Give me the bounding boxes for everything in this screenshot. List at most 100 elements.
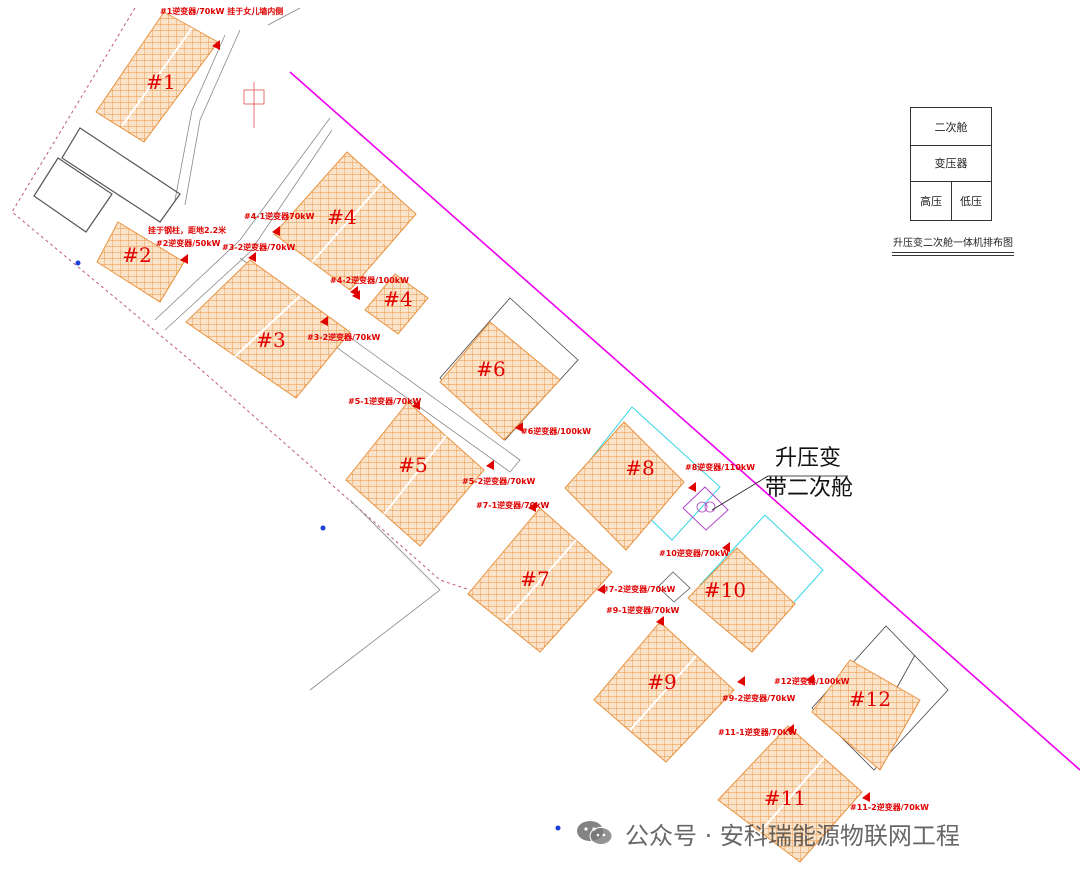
- legend-box: 二次舱 变压器 高压 低压: [910, 107, 992, 221]
- array-label: #5: [398, 453, 427, 477]
- inverter-marker: [688, 482, 696, 492]
- inverter-marker: [528, 502, 536, 512]
- inverter-label: #8逆变器/110kW: [685, 462, 755, 472]
- cyan-frame: [589, 406, 721, 541]
- inverter-label: #3-2逆变器/70kW: [307, 332, 381, 342]
- pv-array-10: [687, 547, 796, 653]
- inverter-label: #3-2逆变器/70kW: [222, 242, 296, 252]
- inverter-marker: [656, 616, 664, 626]
- pv-array-11: [717, 725, 863, 863]
- road-lines: [154, 7, 521, 473]
- site-outline: [11, 7, 471, 591]
- inverter-label: #7-2逆变器/70kW: [602, 584, 676, 594]
- inverter-label: #1逆变器/70kW 挂于女儿墙内侧: [160, 6, 283, 16]
- watermark-text: 公众号 · 安科瑞能源物联网工程: [625, 821, 960, 850]
- pv-array-divider: [311, 182, 383, 263]
- pv-array-divider: [759, 757, 825, 833]
- array-label: #9: [647, 670, 676, 694]
- inverter-label: 挂于钢柱，距地2.2米: [148, 225, 227, 235]
- inverter-label: #11-2逆变器/70kW: [850, 802, 929, 812]
- pv-array-divider: [383, 435, 447, 515]
- booster-line-1: 升压变: [775, 446, 842, 471]
- inverter-label: #5-2逆变器/70kW: [462, 476, 536, 486]
- transformer-symbol: [704, 501, 716, 513]
- legend-voltage-row: 高压 低压: [911, 181, 991, 220]
- survey-point: [555, 825, 561, 831]
- roof-outline: [439, 297, 579, 441]
- transformer-symbol: [696, 501, 708, 513]
- inverter-marker: [412, 400, 420, 410]
- array-label: #6: [476, 357, 505, 381]
- transformer-symbol: [682, 486, 729, 531]
- array-label: #12: [849, 687, 891, 711]
- inverter-marker: [248, 252, 256, 262]
- inverter-marker: [350, 286, 358, 296]
- array-label: #8: [625, 456, 654, 480]
- inverter-marker: [180, 254, 188, 264]
- inverter-marker: [737, 676, 745, 686]
- legend-low-voltage: 低压: [960, 194, 982, 208]
- pv-array-divider: [629, 655, 697, 731]
- inverter-marker: [486, 460, 494, 470]
- inverter-label: #11-1逆变器/70kW: [718, 727, 797, 737]
- inverter-marker: [272, 226, 280, 236]
- pv-array-divider: [121, 27, 193, 127]
- inverter-marker: [806, 674, 814, 684]
- inverter-marker: [212, 40, 220, 50]
- inverter-labels: #1逆变器/70kW 挂于女儿墙内侧 #2逆变器/50kW 挂于钢柱，距地2.2米 #…: [148, 6, 929, 812]
- array-label: #4: [383, 287, 412, 311]
- inverter-markers: [180, 40, 870, 802]
- array-labels: #1 #2 #3 #4 #4 #5 #6 #7 #8 #9 #10 #11 #12: [122, 70, 891, 810]
- wechat-icon: [577, 821, 613, 845]
- legend-secondary-cabin: 二次舱: [911, 108, 991, 146]
- booster-leader-line: [711, 475, 769, 511]
- legend-caption: 升压变二次舱一体机排布图: [892, 234, 1014, 256]
- array-label: #2: [122, 243, 151, 267]
- array-label: #10: [704, 578, 746, 602]
- inverter-marker: [320, 316, 328, 326]
- pv-array-4b: [364, 273, 429, 335]
- inverter-label: #10逆变器/70kW: [659, 548, 729, 558]
- inverter-label: #12逆变器/100kW: [774, 676, 850, 686]
- pv-array-6: [439, 321, 561, 441]
- pv-array-8: [564, 421, 685, 551]
- inverter-label: #2逆变器/50kW: [156, 238, 221, 248]
- inverter-marker: [597, 584, 605, 594]
- pv-arrays: [95, 11, 921, 863]
- building-outline: [61, 127, 181, 223]
- pv-array-4a: [273, 151, 417, 291]
- small-structure: [657, 571, 691, 603]
- lower-road: [309, 499, 441, 691]
- array-label: #7: [520, 567, 549, 591]
- legend-high-voltage: 高压: [920, 194, 942, 208]
- array-label: #4: [327, 205, 356, 229]
- inverter-label: #7-1逆变器/70kW: [476, 500, 550, 510]
- inverter-label: #5-1逆变器/70kW: [348, 396, 422, 406]
- watermark: 公众号 · 安科瑞能源物联网工程: [575, 813, 960, 853]
- building-outline: [33, 157, 113, 233]
- inverter-label: #9-1逆变器/70kW: [606, 605, 680, 615]
- pv-array-divider: [217, 295, 301, 373]
- inverter-marker: [786, 724, 794, 734]
- inverter-label: #9-2逆变器/70kW: [722, 693, 796, 703]
- inverter-marker: [515, 422, 523, 432]
- pv-array-12: [811, 659, 921, 771]
- survey-point: [320, 525, 326, 531]
- array-label: #1: [146, 70, 175, 94]
- booster-line-2: 带二次舱: [765, 476, 854, 501]
- array-label: #11: [764, 786, 806, 810]
- legend-transformer: 变压器: [911, 145, 991, 182]
- booster-station-label: 升压变 带二次舱: [765, 446, 853, 502]
- pv-array-divider: [503, 539, 577, 623]
- array-label: #3: [256, 328, 285, 352]
- pv-array-3: [185, 259, 351, 399]
- inverter-label: #6逆变器/100kW: [521, 426, 591, 436]
- inverter-marker: [862, 792, 870, 802]
- inverter-label: #4-2逆变器/100kW: [330, 275, 409, 285]
- survey-point: [75, 260, 81, 266]
- pv-array-2: [96, 221, 185, 303]
- inverter-marker: [722, 542, 730, 552]
- inverter-label: #4-1逆变器70kW: [244, 211, 315, 221]
- property-boundary-line: [289, 71, 1080, 771]
